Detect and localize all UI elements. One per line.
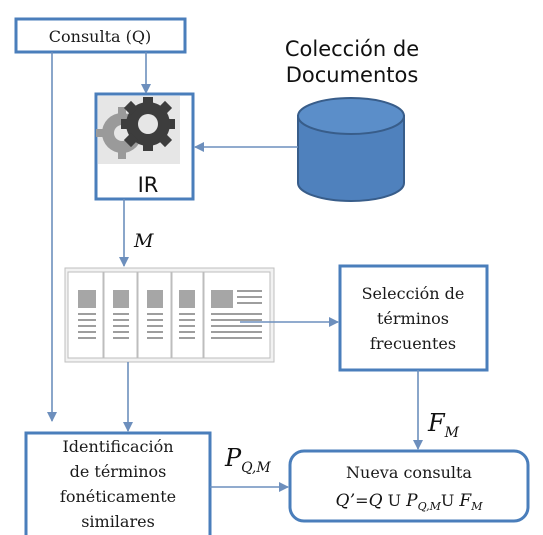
ir-node: IR	[94, 92, 195, 201]
selection-box	[338, 264, 489, 372]
selection-node: Selección de términos frecuentes	[338, 264, 489, 372]
identification-label-line1: Identificación	[62, 437, 173, 456]
new-query-box	[288, 449, 530, 523]
new-query-label: Nueva consulta	[346, 463, 472, 482]
new-query-node: Nueva consulta Q’=Q U PQ,MU FM	[288, 449, 530, 523]
identification-box	[24, 431, 212, 535]
identification-node: Identificación de términos fonéticamente…	[24, 431, 212, 535]
ir-label: IR	[138, 173, 159, 197]
new-query-formula: Q’=Q U PQ,MU FM	[336, 491, 484, 513]
edge-label-f: FM	[427, 409, 460, 441]
documents-strip-icon	[64, 267, 275, 363]
query-label: Consulta (Q)	[49, 27, 151, 46]
arrows	[47, 52, 423, 492]
query-box	[14, 17, 187, 54]
collection-label-line2: Documentos	[286, 63, 419, 87]
gear-icon	[96, 97, 175, 159]
edge-label-p: PQ,M	[224, 444, 271, 476]
identification-label-line2: de términos	[70, 462, 167, 481]
selection-label-line2: términos	[377, 309, 449, 328]
query-node: Consulta (Q)	[14, 17, 187, 54]
selection-label-line1: Selección de	[362, 284, 465, 303]
identification-label-line4: similares	[81, 512, 155, 531]
database-cylinder-icon	[297, 97, 405, 202]
edge-label-m: M	[133, 230, 154, 252]
collection-label: Colección de Documentos	[285, 37, 419, 87]
identification-label-line3: fonéticamente	[60, 487, 176, 506]
collection-label-line1: Colección de	[285, 37, 419, 61]
selection-label-line3: frecuentes	[370, 334, 456, 353]
